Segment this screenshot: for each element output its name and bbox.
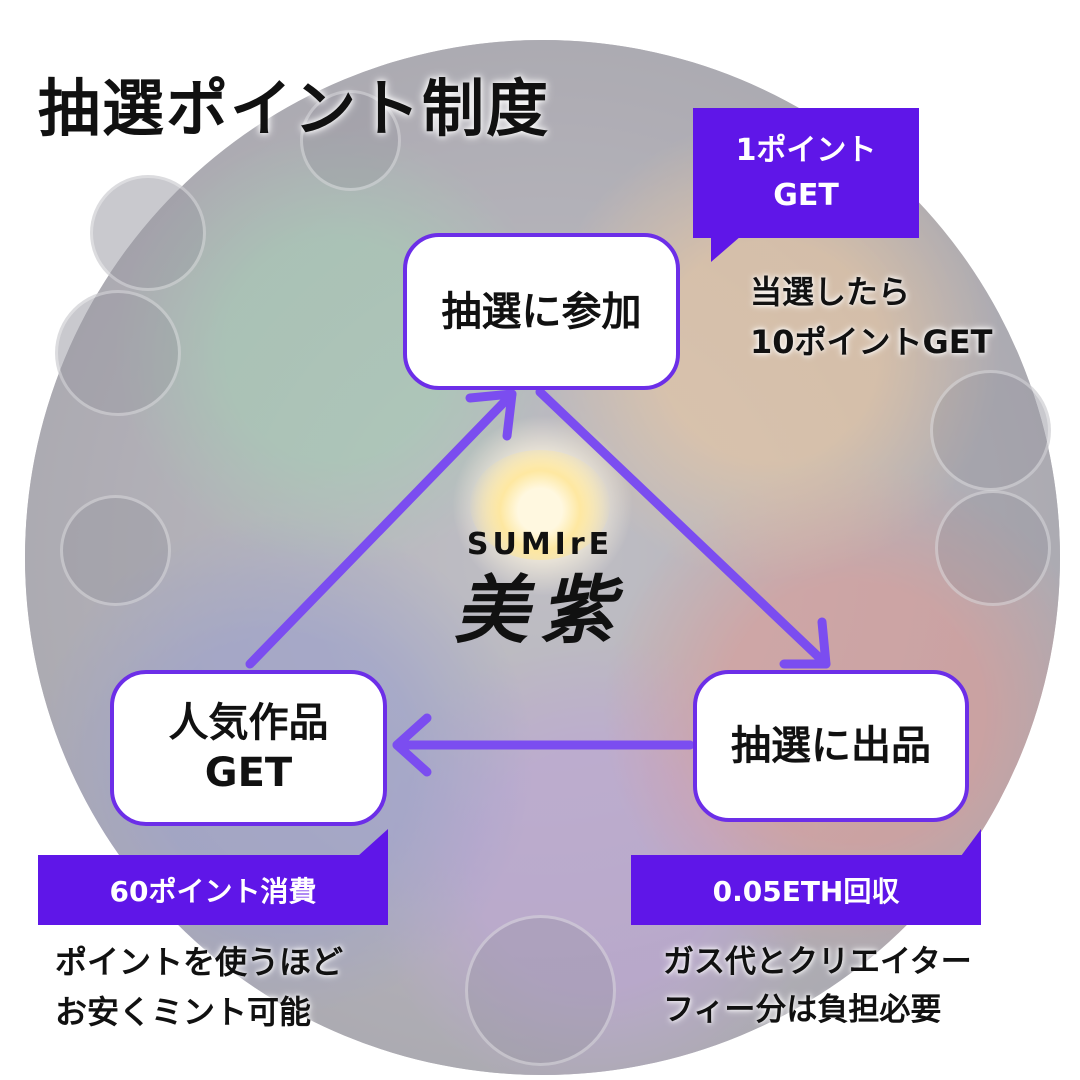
step-get-popular-work: 人気作品 GET [110, 670, 387, 826]
badge-eth-label: 0.05ETH回収 [712, 875, 900, 908]
arrow-join-to-list [535, 387, 831, 669]
step-join-label: 抽選に参加 [441, 288, 642, 335]
artwork-ornament [930, 370, 1051, 491]
note-fee-line2: フィー分は負担必要 [663, 992, 942, 1029]
logo-wordmark: SUMIrE [466, 527, 614, 562]
note-point-discount: ポイントを使うほど お安くミント可能 [55, 938, 343, 1037]
badge-cost-label: 60ポイント消費 [109, 875, 317, 908]
sumire-logo: SUMIrE 美紫 [430, 450, 650, 690]
artwork-ornament [90, 175, 206, 291]
sun-glow-icon [470, 450, 610, 560]
badge-earn-line1: 1ポイント [735, 133, 877, 168]
logo-kanji: 美紫 [454, 568, 626, 654]
note-discount-line1: ポイントを使うほど [55, 943, 344, 981]
badge-earn-point: 1ポイント GET [693, 108, 919, 262]
page-title: 抽選ポイント制度 [38, 72, 551, 145]
badge-eth-collected: 0.05ETH回収 [631, 829, 981, 925]
artwork-ornament [465, 915, 616, 1066]
arrow-get-to-join [245, 389, 517, 669]
artwork-ornament [55, 290, 181, 416]
step-list-label: 抽選に出品 [731, 723, 931, 769]
note-fee-line1: ガス代とクリエイター [663, 944, 972, 980]
step-join-lottery: 抽選に参加 [403, 233, 680, 390]
speech-tail [961, 829, 981, 856]
step-get-label-line1: 人気作品 [168, 700, 329, 746]
step-get-label-line2: GET [204, 750, 293, 796]
note-fee-burden: ガス代とクリエイター フィー分は負担必要 [663, 938, 972, 1034]
note-discount-line2: お安くミント可能 [55, 992, 312, 1031]
speech-tail [358, 829, 388, 856]
speech-tail [711, 236, 741, 262]
arrow-list-to-get [392, 713, 695, 777]
note-win-line1: 当選したら [750, 273, 911, 311]
note-win-line2: 10ポイントGET [750, 322, 993, 361]
step-list-in-lottery: 抽選に出品 [693, 670, 969, 822]
artwork-ornament [300, 90, 401, 191]
artwork-ornament [60, 495, 171, 606]
artwork-ornament [935, 490, 1051, 606]
badge-point-cost: 60ポイント消費 [38, 829, 388, 925]
badge-earn-line2: GET [773, 178, 839, 213]
note-win-bonus: 当選したら 10ポイントGET [750, 268, 993, 367]
